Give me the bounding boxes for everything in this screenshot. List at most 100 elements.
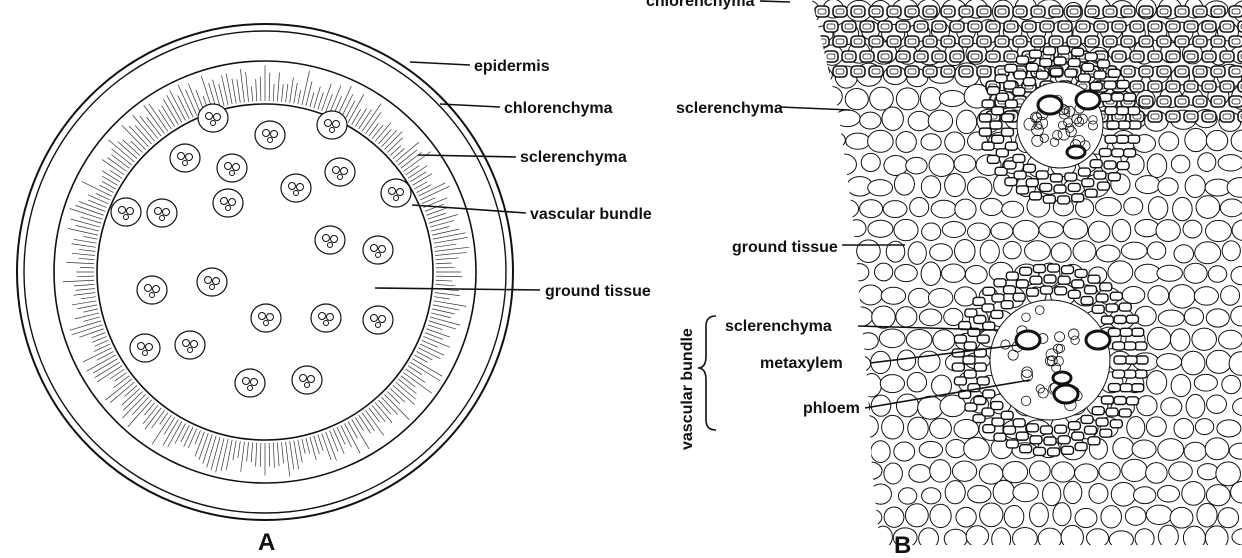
sclerenchyma-cell: [869, 66, 883, 77]
hatch-line: [269, 73, 270, 101]
hatch-line: [76, 289, 95, 291]
parenchyma-cell: [1113, 438, 1134, 459]
sclerenchyma-cell: [932, 21, 946, 32]
sclerenchyma-cell: [1184, 51, 1198, 62]
parenchyma-cell: [1169, 462, 1192, 481]
bundle-sheath-cell: [1068, 183, 1080, 191]
bundle-sheath-cell: [1132, 328, 1144, 336]
parenchyma-cell: [882, 107, 903, 130]
parenchyma-cell: [1089, 483, 1108, 503]
bundle-sheath-cell: [1054, 185, 1066, 193]
bundle-outline: [363, 306, 393, 334]
bundle-sheath-cell: [1006, 440, 1018, 448]
sclerenchyma-cell: [878, 51, 892, 62]
hatch-line: [355, 417, 363, 430]
sclerenchyma-cell: [959, 6, 973, 17]
hatch-line: [105, 379, 131, 400]
parenchyma-cell: [1197, 503, 1217, 527]
bundle-sheath-cell: [1040, 426, 1052, 434]
parenchyma-cell: [1051, 243, 1071, 262]
parenchyma-cell: [820, 440, 846, 459]
bundle-sheath-cell: [1004, 426, 1016, 434]
bundle-sheath-cell: [1048, 264, 1060, 272]
bundle-sheath-cell: [1088, 437, 1100, 445]
hatch-line: [92, 336, 107, 342]
bundle-sheath-cell: [1058, 196, 1070, 204]
bundle-sheath-cell: [974, 363, 986, 371]
bundle-sheath-cell: [1016, 280, 1028, 288]
parenchyma-cell: [1170, 507, 1193, 528]
bundle-sheath-cell: [1058, 46, 1070, 54]
sclerenchyma-cell: [950, 21, 964, 32]
sclerenchyma-cell: [1193, 96, 1207, 107]
parenchyma-cell: [930, 460, 951, 482]
hatch-line: [79, 329, 103, 338]
bundle-sheath-cell: [1043, 47, 1055, 55]
hatch-line: [302, 439, 305, 454]
parenchyma-cell: [945, 174, 966, 197]
parenchyma-cell: [872, 306, 896, 328]
metaxylem-vessel: [1067, 146, 1085, 158]
bundle-sheath-cell: [1100, 283, 1112, 291]
sclerenchyma-cell: [1112, 21, 1126, 32]
bundle-sheath-cell: [1065, 69, 1077, 77]
sclerenchyma-cell: [1058, 21, 1072, 32]
parenchyma-cell: [1146, 463, 1167, 484]
hatch-line: [369, 124, 379, 137]
hatch-line: [203, 435, 212, 464]
sclerenchyma-cell: [824, 21, 838, 32]
hatch-line: [260, 443, 261, 467]
label-b-vascular-bundle: vascular bundle: [679, 328, 696, 450]
hatch-line: [310, 93, 314, 107]
sclerenchyma-cell: [977, 6, 991, 17]
sclerenchyma-cell: [1220, 81, 1234, 92]
parenchyma-cell: [868, 220, 893, 237]
leader-epidermis: [410, 62, 470, 65]
hatch-line: [211, 437, 220, 470]
bundle-sheath-cell: [1081, 415, 1093, 423]
hatch-line: [410, 362, 440, 381]
hatch-line: [333, 429, 344, 454]
vascular-bundle: [197, 268, 227, 296]
parenchyma-cell: [1030, 503, 1049, 527]
bundle-sheath-cell: [991, 402, 1003, 410]
sclerenchyma-cell: [1211, 36, 1225, 47]
parenchyma-cell: [822, 175, 844, 198]
bundle-sheath-cell: [1108, 173, 1120, 181]
bundle-sheath-cell: [1023, 78, 1035, 86]
hatch-line: [355, 108, 366, 126]
bundle-sheath-cell: [991, 310, 1003, 318]
bundle-sheath-cell: [1006, 272, 1018, 280]
parenchyma-cell: [1220, 199, 1242, 217]
hatch-line: [344, 100, 355, 120]
bundle-sheath-cell: [964, 370, 976, 378]
hatch-line: [322, 433, 331, 460]
bundle-sheath-cell: [1085, 426, 1097, 434]
parenchyma-cell: [930, 244, 953, 261]
label-b-metaxylem: metaxylem: [760, 355, 843, 372]
parenchyma-cell: [799, 485, 823, 506]
bundle-sheath-cell: [1013, 293, 1025, 301]
parenchyma-cell: [800, 90, 823, 107]
parenchyma-cell: [946, 440, 966, 458]
parenchyma-cell: [1096, 197, 1122, 215]
bundle-outline: [217, 154, 247, 182]
hatch-line: [92, 333, 106, 338]
hatch-line: [113, 376, 129, 388]
bundle-sheath-cell: [983, 390, 995, 398]
bundle-sheath-cell: [1044, 275, 1056, 283]
bundle-sheath-cell: [994, 279, 1006, 287]
bundle-sheath-cell: [1040, 59, 1052, 67]
parenchyma-cell: [906, 157, 927, 174]
sclerenchyma-cell: [1220, 111, 1234, 122]
metaxylem-vessel: [1016, 331, 1040, 349]
parenchyma-cell: [1146, 417, 1166, 437]
parenchyma-cell: [1192, 328, 1217, 350]
parenchyma-cell: [1157, 265, 1182, 281]
bundle-sheath-cell: [1104, 81, 1116, 89]
bundle-sheath-cell: [1062, 446, 1074, 454]
parenchyma-cell: [808, 196, 833, 218]
sclerenchyma-cell: [1193, 66, 1207, 77]
sclerenchyma-cell: [941, 6, 955, 17]
hatch-line: [111, 155, 129, 169]
